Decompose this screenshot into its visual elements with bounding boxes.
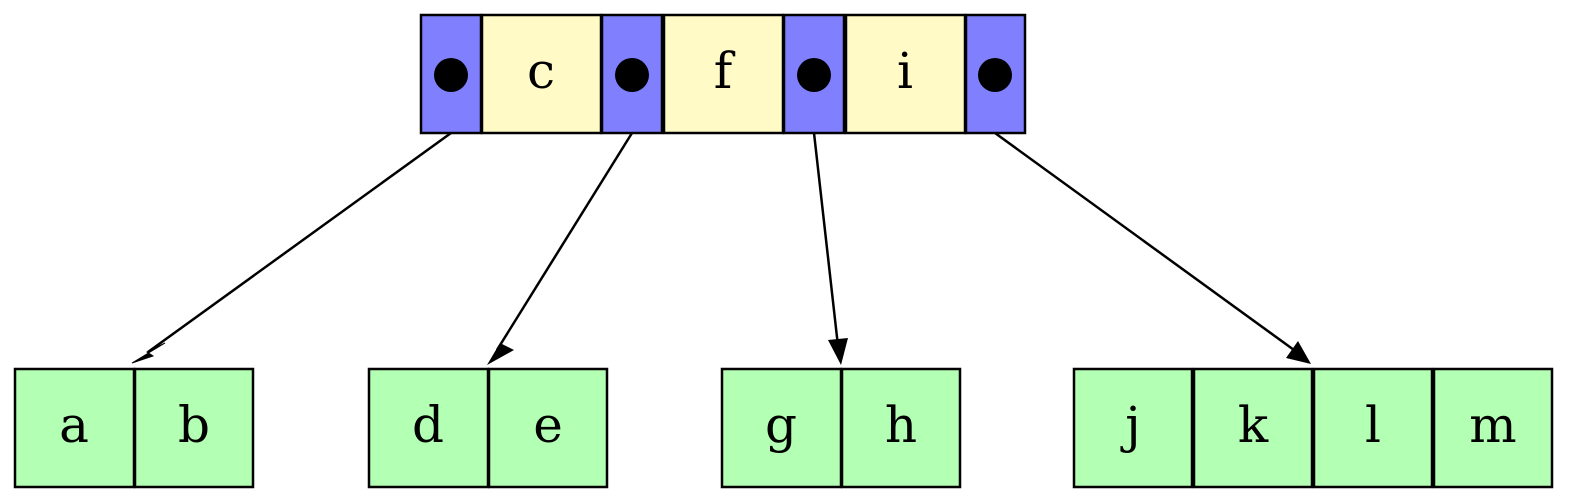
leaf-cell xyxy=(367,367,490,489)
arrowhead-icon xyxy=(828,338,848,365)
leaf-cell xyxy=(1312,367,1434,489)
root-node: c f i xyxy=(419,13,1027,135)
leaf-key: h xyxy=(885,396,917,454)
arrowhead-icon xyxy=(487,343,514,365)
leaf-node-gh: g h xyxy=(720,367,962,489)
leaf-node-de: d e xyxy=(367,367,609,489)
leaf-node-ab: a b xyxy=(13,367,255,489)
pointer-dot-icon xyxy=(615,58,649,92)
leaf-cell xyxy=(1072,367,1194,489)
leaf-cell xyxy=(720,367,843,489)
leaf-key: l xyxy=(1365,396,1381,454)
root-key-2: i xyxy=(897,42,913,100)
leaf-key: k xyxy=(1238,396,1269,454)
edge-root-to-leaf-jklm xyxy=(994,131,1311,364)
pointer-dot-icon xyxy=(797,58,831,92)
leaf-cell xyxy=(840,367,962,489)
edge-root-to-leaf-de xyxy=(487,132,634,365)
edges xyxy=(131,131,1311,365)
leaf-node-jklm: j k l m xyxy=(1072,367,1554,489)
leaf-key: g xyxy=(765,396,797,454)
root-key-cell-2 xyxy=(844,13,967,135)
root-key-1: f xyxy=(714,42,736,100)
leaf-cell xyxy=(13,367,136,489)
leaf-cell xyxy=(1432,367,1554,489)
leaf-key: a xyxy=(59,396,89,454)
leaf-key: m xyxy=(1469,396,1516,454)
root-key-0: c xyxy=(527,42,555,100)
arrowhead-icon xyxy=(1286,341,1311,364)
leaf-key: e xyxy=(533,396,563,454)
leaf-key: b xyxy=(178,396,210,454)
leaf-cell xyxy=(487,367,609,489)
edge-root-to-leaf-gh xyxy=(812,132,848,365)
leaf-cell xyxy=(133,367,255,489)
pointer-dot-icon xyxy=(434,58,468,92)
edge-root-to-leaf-ab xyxy=(131,131,452,364)
pointer-dot-icon xyxy=(978,58,1012,92)
arrowhead-icon xyxy=(131,342,166,364)
leaf-cell xyxy=(1192,367,1314,489)
leaf-key: d xyxy=(412,396,444,454)
root-key-cell-0 xyxy=(480,13,603,135)
leaf-key: j xyxy=(1120,396,1141,454)
